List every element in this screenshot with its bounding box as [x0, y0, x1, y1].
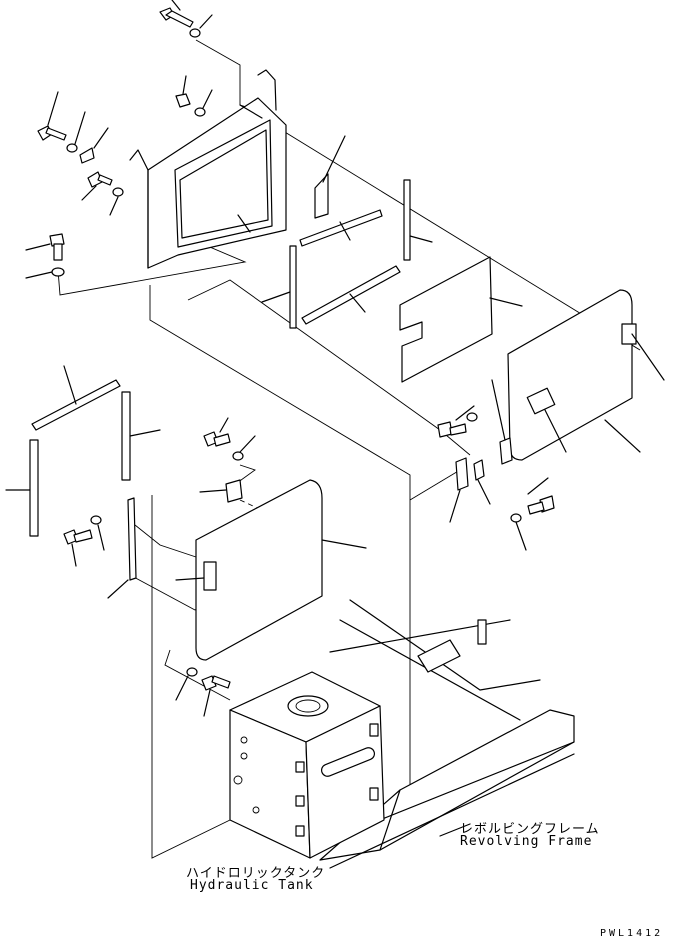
seal-strips: [261, 135, 433, 329]
hydraulic-tank-label-jp: ハイドロリックタンク: [186, 866, 326, 881]
top-bolt: [159, 0, 213, 38]
hydraulic-tank: [229, 671, 385, 859]
tank-fasteners: [175, 667, 231, 717]
revolving-frame-label-en: Revolving Frame: [460, 834, 593, 849]
assembly-guide-lines: [57, 39, 641, 859]
insulation-pad: [399, 256, 523, 383]
left-door: [175, 479, 367, 661]
revolving-frame-leader: [439, 823, 471, 837]
drawing-code: PWL1412: [600, 928, 664, 938]
right-door: [507, 289, 665, 461]
nuts-top: [175, 75, 213, 117]
right-hinge: [437, 379, 555, 551]
upper-left-fasteners: [25, 91, 124, 279]
hydraulic-tank-label-en: Hydraulic Tank: [190, 878, 314, 893]
revolving-frame: [299, 599, 575, 869]
left-seal-strips: [5, 365, 161, 537]
frame-assembly: [129, 69, 287, 269]
revolving-frame-label-jp: レボルビングフレーム: [460, 822, 600, 837]
left-fasteners: [63, 417, 256, 599]
